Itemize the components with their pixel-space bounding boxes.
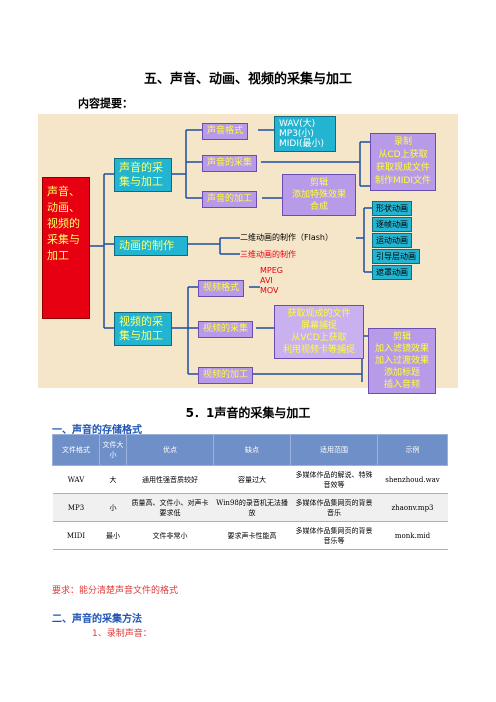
cell: 质量高、文件小、对声卡要求低: [126, 493, 214, 522]
sound-format-midi: MIDI(最小): [279, 139, 325, 149]
sound-collect-midi: 制作MIDI文件: [375, 176, 432, 186]
video-process-edit: 剪辑: [392, 332, 411, 342]
anim-guide: 引导层动画: [372, 249, 420, 264]
cell: 多媒体作品集网页的背景音乐: [290, 493, 378, 522]
table-row: WAV 大 通用性强音质较好 容量过大 多媒体作品的解说、特殊音效等 shenz…: [52, 465, 448, 494]
cell: monk.mid: [377, 521, 448, 550]
section1-heading: 一、声音的存储格式: [52, 425, 142, 436]
sound-format-wav: WAV(大): [279, 119, 316, 129]
section-heading: 5．1声音的采集与加工: [185, 406, 311, 420]
video-format-mov: MOV: [260, 286, 279, 295]
video-collect-list: 获取现成的文件 屏幕捕捉 从VCD上获取 利用视频卡等捕捉: [274, 305, 364, 359]
video-process-filter: 加入滤镜效果: [374, 344, 429, 354]
node-video-process: 视频的加工: [198, 367, 254, 384]
col-cons: 缺点: [213, 434, 291, 466]
node-sound-collect: 声音的采集: [202, 155, 258, 172]
video-process-transition: 加入过渡效果: [374, 356, 429, 366]
node-video-collect: 视频的采集: [198, 321, 254, 338]
col-pros: 优点: [126, 434, 214, 466]
cell: 小: [99, 493, 127, 522]
cell: Win98的录音机无法播放: [213, 493, 291, 522]
cell: shenzhoud.wav: [377, 465, 448, 494]
table-row: MP3 小 质量高、文件小、对声卡要求低 Win98的录音机无法播放 多媒体作品…: [52, 493, 448, 522]
node-animation: 动画的制作: [114, 236, 188, 256]
col-format: 文件格式: [52, 434, 100, 466]
node-sound-format: 声音格式: [202, 123, 249, 140]
anim-frame: 逐帧动画: [372, 217, 412, 232]
video-collect-vcd: 从VCD上获取: [291, 333, 347, 343]
video-process-audio: 插入音频: [383, 380, 420, 390]
sound-process-effects: 添加特殊效果: [291, 190, 346, 200]
cell: 多媒体作品的解说、特殊音效等: [290, 465, 378, 494]
cell: WAV: [52, 465, 100, 494]
mind-map-connectors: [90, 129, 372, 382]
anim-2d: 二维动画的制作（Flash）: [240, 233, 333, 242]
cell: MP3: [52, 493, 100, 522]
sound-process-list: 剪辑 添加特殊效果 合成: [282, 174, 356, 216]
cell: 最小: [99, 521, 127, 550]
node-video-format: 视频格式: [198, 280, 245, 297]
cell: MIDI: [52, 521, 100, 550]
col-scope: 适用范围: [290, 434, 378, 466]
table-row: MIDI 最小 文件非常小 要求声卡性能高 多媒体作品集网页的背景音乐等 mon…: [52, 521, 448, 550]
mind-map: 声音、动画、视频的采集与加工 声音的采集与加工 声音格式 声音的采集 声音的加工…: [38, 114, 458, 394]
sound-process-mix: 合成: [309, 202, 328, 212]
content-summary-label: 内容提要：: [78, 97, 133, 110]
cell: 要求声卡性能高: [213, 521, 291, 550]
anim-motion: 运动动画: [372, 233, 412, 248]
col-size: 文件大小: [99, 434, 127, 466]
node-sound-process: 声音的加工: [202, 191, 258, 208]
table-header-row: 文件格式 文件大小 优点 缺点 适用范围 示例: [52, 434, 448, 466]
sound-collect-cd: 从CD上获取: [378, 150, 428, 160]
node-sound: 声音的采集与加工: [114, 158, 172, 192]
node-video: 视频的采集与加工: [114, 312, 172, 346]
mind-map-root: 声音、动画、视频的采集与加工: [42, 177, 90, 319]
video-process-list: 剪辑 加入滤镜效果 加入过渡效果 添加标题 插入音频: [368, 328, 436, 394]
video-format-avi: AVI: [260, 276, 273, 285]
video-collect-file: 获取现成的文件: [287, 309, 351, 319]
sound-collect-list: 录制 从CD上获取 获取现成文件 制作MIDI文件: [370, 133, 436, 191]
cell: zhaonv.mp3: [377, 493, 448, 522]
page-title: 五、声音、动画、视频的采集与加工: [143, 72, 352, 87]
anim-shape: 形状动画: [372, 201, 412, 216]
cell: 容量过大: [213, 465, 291, 494]
video-collect-screen: 屏幕捕捉: [300, 321, 337, 331]
cell: 多媒体作品集网页的背景音乐等: [290, 521, 378, 550]
video-process-title: 添加标题: [383, 368, 420, 378]
format-table: 文件格式 文件大小 优点 缺点 适用范围 示例 WAV 大 通用性强音质较好 容…: [52, 434, 448, 550]
sound-collect-file: 获取现成文件: [375, 163, 430, 173]
list-item-record: 1、录制声音：: [92, 629, 152, 639]
sound-collect-record: 录制: [393, 137, 412, 147]
video-collect-card: 利用视频卡等捕捉: [282, 345, 355, 355]
cell: 大: [99, 465, 127, 494]
cell: 文件非常小: [126, 521, 214, 550]
cell: 通用性强音质较好: [126, 465, 214, 494]
requirement-note: 要求：能分清楚声音文件的格式: [52, 586, 179, 596]
col-example: 示例: [377, 434, 448, 466]
sound-format-mp3: MP3(小): [279, 129, 314, 139]
anim-mask: 遮罩动画: [372, 265, 412, 280]
video-format-mpeg: MPEG: [260, 266, 283, 275]
section2-heading: 二、声音的采集方法: [52, 614, 142, 625]
sound-format-list: WAV(大) MP3(小) MIDI(最小): [274, 116, 336, 152]
anim-3d: 三维动画的制作: [240, 250, 296, 259]
sound-process-edit: 剪辑: [309, 178, 328, 188]
video-format-list: MPEG AVI MOV: [260, 266, 283, 296]
